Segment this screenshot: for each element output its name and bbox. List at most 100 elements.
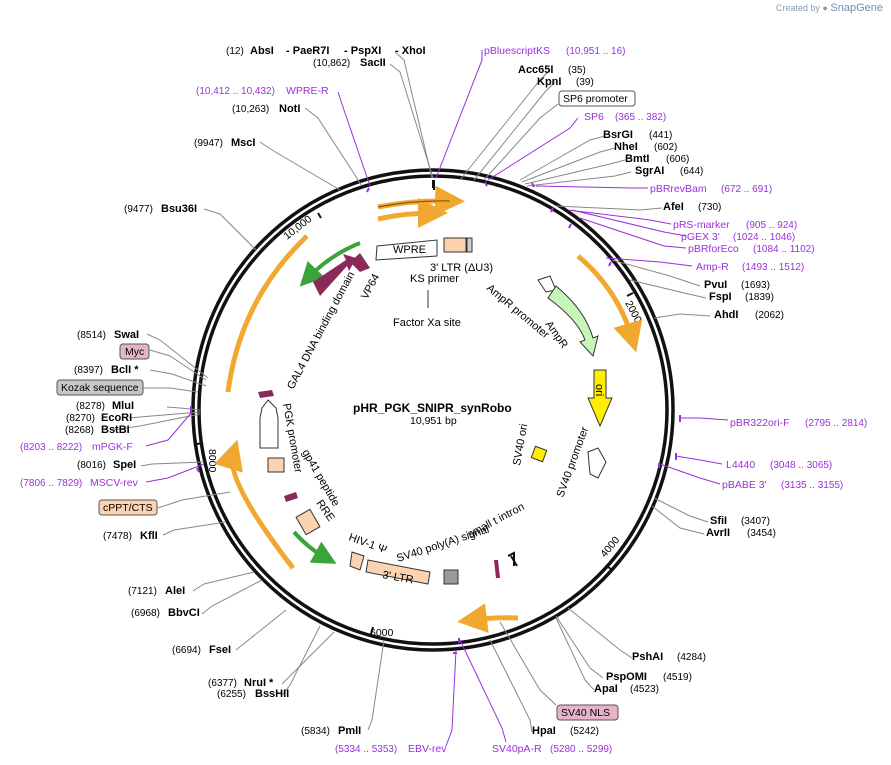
site-bsshii-name[interactable]: BssHII <box>255 688 289 700</box>
ltr3-gray-tip <box>466 237 473 253</box>
site-sacii-name[interactable]: SacII <box>360 57 386 69</box>
ltr3b-label: 3' LTR <box>381 569 414 586</box>
site-sacii-pos: (10,862) <box>313 58 350 69</box>
tick-label-6000: 6000 <box>370 627 394 639</box>
box-sv40-nls-label: SV40 NLS <box>561 707 610 719</box>
primer-pbrforeco-name[interactable]: pBRforEco <box>688 243 739 255</box>
site-spei-name[interactable]: SpeI <box>113 459 136 471</box>
primer-mpgkf-name[interactable]: mPGK-F <box>92 441 133 453</box>
site-bsrgi-name[interactable]: BsrGI <box>603 129 633 141</box>
primer-sv40par-name[interactable]: SV40pA-R <box>492 743 542 755</box>
site-fsei-name[interactable]: FseI <box>209 644 231 656</box>
site-bmti-name[interactable]: BmtI <box>625 153 649 165</box>
smallt-intron-symbol <box>507 551 518 567</box>
site-pmli-name[interactable]: PmlI <box>338 725 361 737</box>
site-nhei-pos: (602) <box>654 142 677 153</box>
site-pvui-name[interactable]: PvuI <box>704 279 727 291</box>
site-afei-name[interactable]: AfeI <box>663 201 684 213</box>
site-bsu36i-name[interactable]: Bsu36I <box>161 203 197 215</box>
tick-label-4000: 4000 <box>598 534 622 560</box>
site-hpai-name[interactable]: HpaI <box>532 725 556 737</box>
vp64-label: VP64 <box>359 272 382 301</box>
snapgene-logo-icon: ● <box>822 3 828 13</box>
site-kfli-name[interactable]: KflI <box>140 530 158 542</box>
ampr-promoter-label: AmpR promoter <box>484 282 551 341</box>
site-nrui-name[interactable]: NruI * <box>244 677 274 689</box>
primer-l4440-range: (3048 .. 3065) <box>770 460 832 471</box>
site-xhoi-name[interactable]: - XhoI <box>395 45 426 57</box>
primer-pbrrevbam-name[interactable]: pBRrevBam <box>650 183 707 195</box>
site-kfli-pos: (7478) <box>103 531 132 542</box>
sv40-promoter-arrow <box>587 447 607 479</box>
site-apai-name[interactable]: ApaI <box>594 683 618 695</box>
site-fspi-name[interactable]: FspI <box>709 291 732 303</box>
site-sfii-name[interactable]: SfiI <box>710 515 727 527</box>
site-msci-name[interactable]: MscI <box>231 137 255 149</box>
site-bbvci-name[interactable]: BbvCI <box>168 607 200 619</box>
primer-pgex3-name[interactable]: pGEX 3' <box>681 231 720 243</box>
primer-pbrrevbam-range: (672 .. 691) <box>721 184 772 195</box>
site-swai-name[interactable]: SwaI <box>114 329 139 341</box>
site-sgrai-name[interactable]: SgrAI <box>635 165 664 177</box>
site-avrii-name[interactable]: AvrII <box>706 527 730 539</box>
primer-l4440-name[interactable]: L4440 <box>726 459 755 471</box>
site-sgrai-pos: (644) <box>680 166 703 177</box>
site-acc65i-name[interactable]: Acc65I <box>518 64 553 76</box>
site-ecori-pos: (8270) <box>66 413 95 424</box>
site-alei-name[interactable]: AleI <box>165 585 185 597</box>
box-sv40-nls[interactable] <box>556 704 619 721</box>
primer-msvcrev-range: (7806 .. 7829) <box>20 478 82 489</box>
site-paer7i-name[interactable]: - PaeR7I <box>286 45 329 57</box>
box-kozak-label: Kozak sequence <box>61 382 139 394</box>
site-ecori-name[interactable]: EcoRI <box>101 412 132 424</box>
green-arrow-bottom <box>292 530 337 564</box>
primer-sp6-name[interactable]: SP6 <box>584 111 604 123</box>
site-noti-name[interactable]: NotI <box>279 103 300 115</box>
primer-prsmarker-name[interactable]: pRS-marker <box>673 219 730 231</box>
box-cppt[interactable] <box>98 499 158 516</box>
site-mlui-name[interactable]: MluI <box>112 400 134 412</box>
backbone-outer <box>191 168 675 652</box>
primer-ring-marks <box>190 181 681 654</box>
primer-ampr-name[interactable]: Amp-R <box>696 261 729 273</box>
site-fsei-pos: (6694) <box>172 645 201 656</box>
site-afei-pos: (730) <box>698 202 721 213</box>
primer-ampr-range: (1493 .. 1512) <box>742 262 804 273</box>
ori-arrow <box>587 369 613 428</box>
enzyme-connectors <box>112 51 711 733</box>
primer-ebvrev-name[interactable]: EBV-rev <box>408 743 447 755</box>
site-pvui-pos: (1693) <box>741 280 770 291</box>
site-apai-pos: (4523) <box>630 684 659 695</box>
site-pshai-name[interactable]: PshAI <box>632 651 663 663</box>
site-pspomi-name[interactable]: PspOMI <box>606 671 647 683</box>
primer-msvcrev-name[interactable]: MSCV-rev <box>90 477 139 489</box>
primer-ebvrev-range: (5334 .. 5353) <box>335 744 397 755</box>
site-bcli-name[interactable]: BclI * <box>111 364 139 376</box>
site-kpni-name[interactable]: KpnI <box>537 76 561 88</box>
sv40promoter-label: SV40 promoter <box>555 425 592 499</box>
sv40ori-feature <box>530 445 548 463</box>
primer-pbabe3-name[interactable]: pBABE 3' <box>722 479 767 491</box>
primer-sv40par-range: (5280 .. 5299) <box>550 744 612 755</box>
primer-wprer-name[interactable]: WPRE-R <box>286 85 329 97</box>
site-absi-name[interactable]: AbsI <box>250 45 274 57</box>
primer-pbluescriptks-name[interactable]: pBluescriptKS <box>484 45 550 57</box>
primer-connectors <box>145 50 729 747</box>
site-pshai-pos: (4284) <box>677 652 706 663</box>
box-kozak[interactable] <box>56 379 144 396</box>
site-nhei-name[interactable]: NheI <box>614 141 638 153</box>
box-myc[interactable] <box>119 343 150 360</box>
site-pspxi-name[interactable]: - PspXI <box>344 45 381 57</box>
myc-marker <box>258 390 274 398</box>
primer-pbr322ori-name[interactable]: pBR322ori-F <box>730 417 790 429</box>
site-ahdi-name[interactable]: AhdI <box>714 309 738 321</box>
site-bbvci-pos: (6968) <box>131 608 160 619</box>
site-spei-pos: (8016) <box>77 460 106 471</box>
site-bsu36i-pos: (9477) <box>124 204 153 215</box>
site-acc65i-pos: (35) <box>568 65 586 76</box>
site-pmli-pos: (5834) <box>301 726 330 737</box>
box-sp6-promoter[interactable] <box>558 90 636 107</box>
site-bstbi-name[interactable]: BstBI <box>101 424 130 436</box>
primer-mpgkf-range: (8203 .. 8222) <box>20 442 82 453</box>
ampr-arrow <box>547 285 599 358</box>
